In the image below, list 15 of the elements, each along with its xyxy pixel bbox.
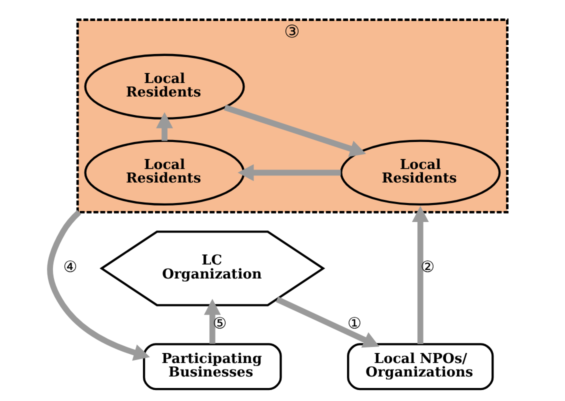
edge-label: ④ (63, 258, 78, 276)
node-box: Participating Businesses (142, 343, 282, 390)
arrow (276, 296, 380, 348)
edge-label: ① (347, 314, 362, 332)
node-ellipse: Local Residents (84, 140, 245, 206)
edge-label: ② (420, 258, 435, 276)
arrow (204, 298, 221, 344)
arrow (238, 164, 341, 182)
arrow (224, 104, 366, 157)
arrow (412, 206, 429, 344)
edge-label: ⑤ (212, 314, 227, 332)
arrow (156, 112, 173, 141)
node-ellipse: Local Residents (84, 54, 245, 120)
arrow (47, 210, 150, 361)
node-box: Local NPOs/ Organizations (347, 343, 494, 390)
